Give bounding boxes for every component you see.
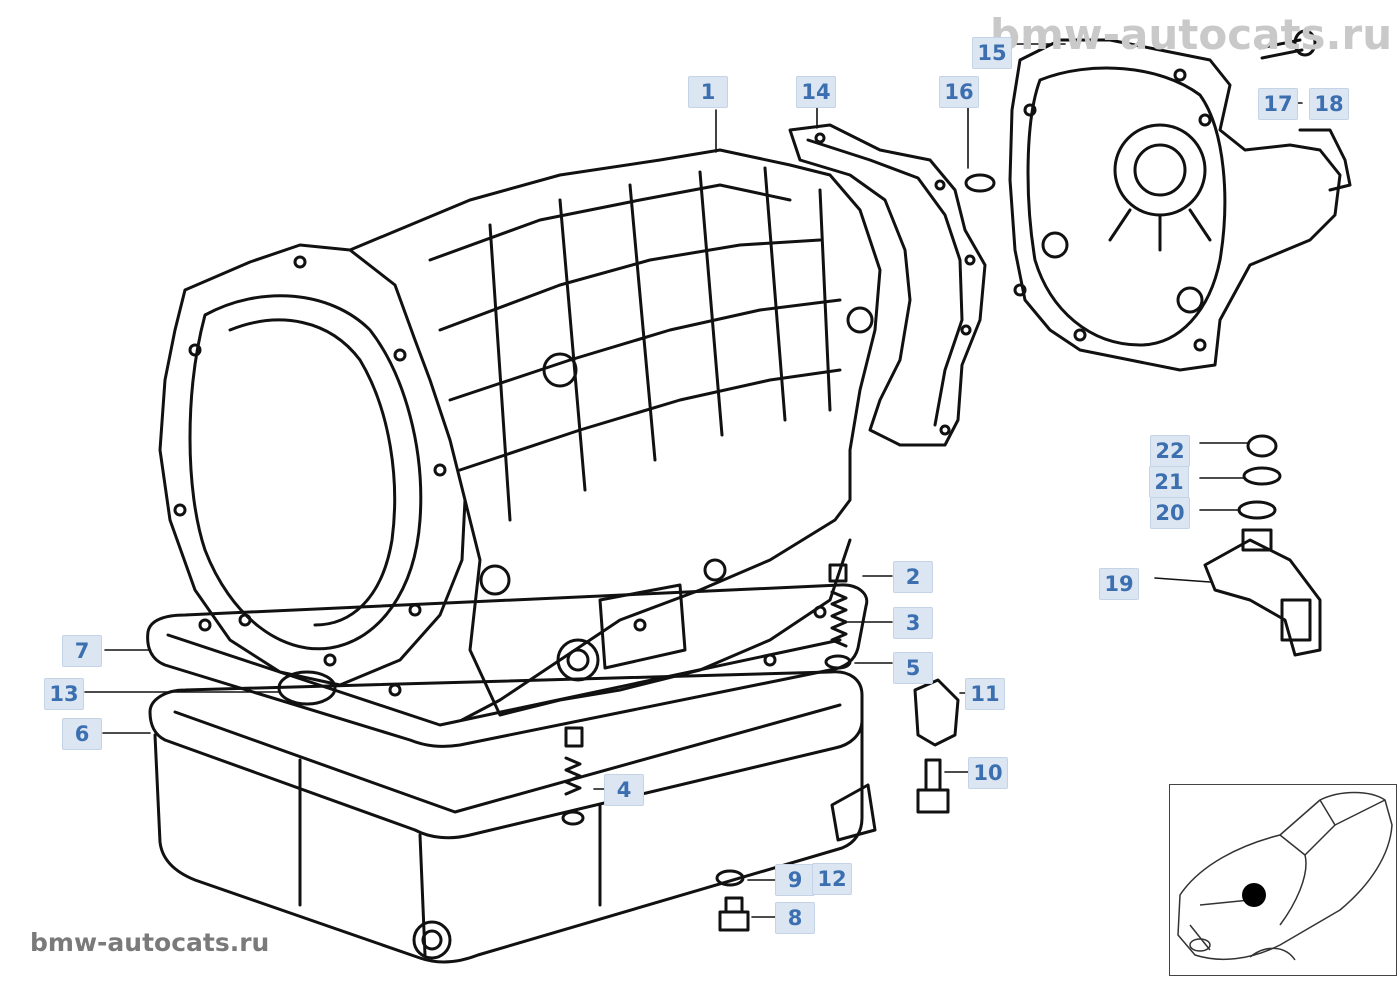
callout-16[interactable]: 16 xyxy=(939,76,979,108)
bolt-17 xyxy=(1258,29,1317,60)
callout-5[interactable]: 5 xyxy=(893,652,933,684)
oil-pan xyxy=(148,670,864,964)
callout-18[interactable]: 18 xyxy=(1309,88,1349,120)
spring-3 xyxy=(824,563,852,670)
callout-8[interactable]: 8 xyxy=(775,902,815,934)
car-outline-icon xyxy=(1177,791,1393,961)
watermark-bottom: bmw-autocats.ru xyxy=(30,928,270,957)
callout-1[interactable]: 1 xyxy=(688,76,728,108)
dowel-pin xyxy=(964,173,996,193)
callout-9[interactable]: 9 xyxy=(775,864,815,896)
callout-11[interactable]: 11 xyxy=(965,678,1005,710)
vehicle-locator-inset xyxy=(1169,784,1397,976)
spring-4 xyxy=(561,726,585,826)
leader-lines xyxy=(84,43,1303,918)
washer-20 xyxy=(1237,500,1277,520)
callout-6[interactable]: 6 xyxy=(62,718,102,750)
location-marker-icon xyxy=(1242,883,1266,907)
watermark-top: bmw-autocats.ru xyxy=(990,10,1393,59)
filter xyxy=(277,670,337,706)
bolt-10 xyxy=(916,758,950,814)
clip-11 xyxy=(913,678,960,747)
callout-20[interactable]: 20 xyxy=(1150,497,1190,529)
washer-9 xyxy=(715,869,745,887)
gasket-14 xyxy=(788,123,987,447)
callout-17[interactable]: 17 xyxy=(1258,88,1298,120)
callout-13[interactable]: 13 xyxy=(44,678,84,710)
clip-12 xyxy=(830,783,877,842)
mount-19 xyxy=(1203,528,1322,657)
drain-plug-8 xyxy=(718,896,750,932)
transmission-housing xyxy=(158,148,882,722)
callout-3[interactable]: 3 xyxy=(893,607,933,639)
callout-22[interactable]: 22 xyxy=(1150,435,1190,467)
extension-housing xyxy=(1008,38,1352,372)
callout-14[interactable]: 14 xyxy=(796,76,836,108)
callout-10[interactable]: 10 xyxy=(968,757,1008,789)
pan-gasket xyxy=(146,583,869,748)
callout-7[interactable]: 7 xyxy=(62,635,102,667)
washer-21 xyxy=(1242,466,1282,486)
callout-19[interactable]: 19 xyxy=(1099,568,1139,600)
nut-22 xyxy=(1246,434,1278,458)
callout-21[interactable]: 21 xyxy=(1149,466,1189,498)
callout-12[interactable]: 12 xyxy=(812,863,852,895)
callout-4[interactable]: 4 xyxy=(604,774,644,806)
callout-2[interactable]: 2 xyxy=(893,561,933,593)
callout-15[interactable]: 15 xyxy=(972,37,1012,69)
